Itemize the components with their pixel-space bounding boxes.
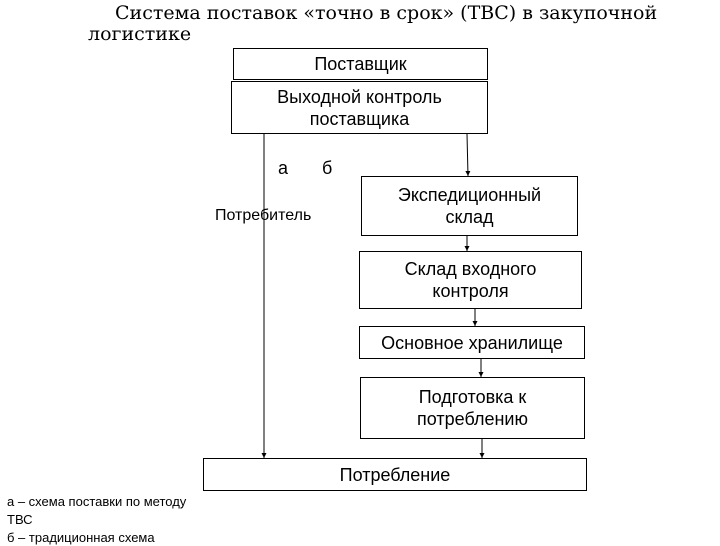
diagram-title-line2: логистике [88,23,192,45]
preparation-for-consumption-box: Подготовка к потреблению [360,377,585,439]
forwarding-warehouse-label-line1: Экспедиционный [397,185,542,205]
consumption-label: Потребление [339,464,451,485]
consumer-label: Потребитель [215,207,312,224]
supplier-label: Поставщик [314,54,407,74]
preparation-label-line1: Подготовка к [418,387,527,407]
consumption-box: Потребление [203,458,587,491]
legend-line1: а – схема поставки по методу [7,494,187,509]
main-storage-box: Основное хранилище [359,326,585,359]
supplier-box: Поставщик [233,48,488,80]
arrow-to-forwarding-warehouse [465,133,471,177]
legend-line3: б – традиционная схема [7,530,155,545]
preparation-label-line2: потреблению [417,409,528,429]
route-b-label: б [322,158,333,178]
inbound-control-label-line1: Склад входного [404,259,537,279]
forwarding-warehouse-box: Экспедиционный склад [361,176,578,236]
main-storage-label: Основное хранилище [381,332,563,353]
diagram-title-line1: Система поставок «точно в срок» (ТВС) в … [115,2,658,24]
route-a-label: а [278,158,289,178]
output-control-label-line1: Выходной контроль [277,86,442,107]
forwarding-warehouse-label-line2: склад [445,207,494,227]
inbound-control-warehouse-box: Склад входного контроля [359,251,582,309]
output-control-label-line2: поставщика [309,108,410,129]
supplier-output-control-box: Выходной контроль поставщика [231,81,488,134]
legend-line2: ТВС [7,512,33,527]
inbound-control-label-line2: контроля [432,281,509,301]
